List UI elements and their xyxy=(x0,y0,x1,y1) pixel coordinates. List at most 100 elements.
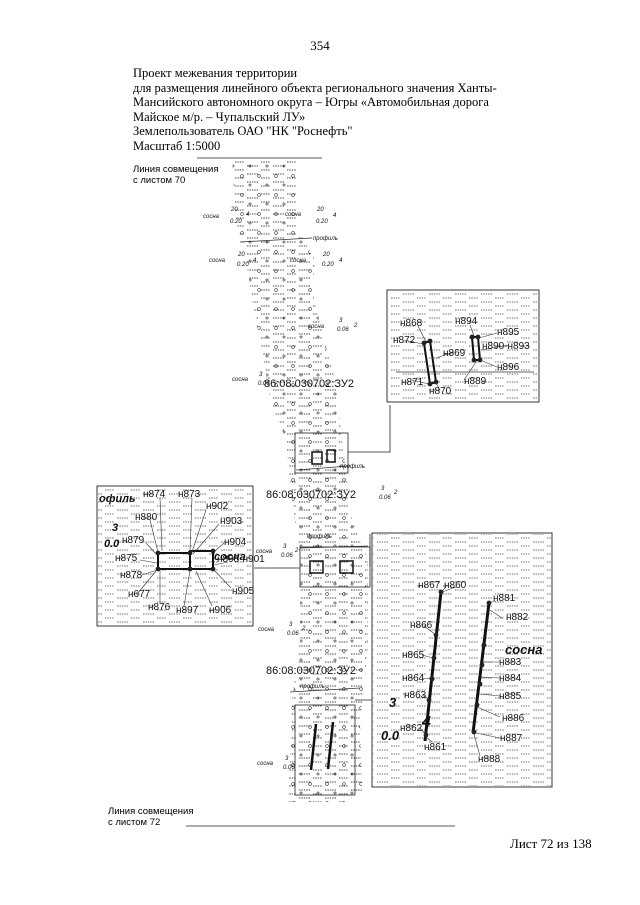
fraction-denominator: 0.06 xyxy=(337,327,349,333)
fraction-denominator: 0.20 xyxy=(322,262,334,268)
point-label: н895 xyxy=(497,327,520,338)
fraction-denominator: 0.06 xyxy=(258,381,270,387)
sheet-join-bottom-text: Линия совмещения с листом 72 xyxy=(108,806,194,828)
point-label: н894 xyxy=(455,316,478,327)
profile-label: профиль xyxy=(340,464,365,470)
tree-label: сосна xyxy=(257,761,274,767)
fraction-denominator: 0.06 xyxy=(283,765,295,771)
cadastral-number: 86:08:030702:ЗУ2 xyxy=(266,489,356,501)
fraction-exponent: 2 xyxy=(301,626,306,632)
fraction-denominator: 0.20 xyxy=(230,219,242,225)
tree-label: сосна xyxy=(256,549,273,555)
fraction-exponent: 4 xyxy=(253,258,257,264)
sheet-join-bottom: Линия совмещения с листом 72 xyxy=(108,806,193,828)
point-label: н868 xyxy=(400,318,423,329)
point-label: н887 xyxy=(500,733,523,744)
point-label: н677 xyxy=(128,589,151,600)
point-label: н872 xyxy=(393,335,416,346)
detail-boxes xyxy=(294,432,371,796)
document-header: Проект межевания территории для размещен… xyxy=(133,66,553,154)
point-label: н879 xyxy=(122,535,145,546)
point-label: н882 xyxy=(506,612,529,623)
inset-right: сосна 3 0.0 4 xyxy=(371,532,553,788)
stand-annotations: сосна 20 0.20 4 сосна 20 0.20 4 профиль … xyxy=(203,207,398,771)
tree-label: сосна xyxy=(308,324,325,330)
tree-label: сосна xyxy=(290,258,307,264)
cadastral-labels: 86:08:030702:ЗУ2 86:08:030702:ЗУ2 86:08:… xyxy=(264,378,356,677)
point-label: н875 xyxy=(115,553,138,564)
point-label: н890-н893 xyxy=(482,341,530,352)
point-label: н867 xyxy=(418,580,441,591)
small-parcels xyxy=(309,449,354,771)
overlay-text: 0.0 xyxy=(381,728,400,743)
fraction-denominator: 0.06 xyxy=(287,631,299,637)
point-label: н884 xyxy=(499,673,522,684)
profile-label: профиль xyxy=(313,236,338,242)
fraction-numerator: 3 xyxy=(285,756,289,762)
point-label: н869 xyxy=(443,348,466,359)
overlay-text: 0.0 xyxy=(104,538,120,550)
overlay-text: сосна xyxy=(214,551,246,563)
point-label: н871 xyxy=(401,377,424,388)
fraction-denominator: 0.06 xyxy=(379,495,391,501)
overlay-text: 3 xyxy=(112,522,118,534)
fraction-numerator: 3 xyxy=(283,544,287,550)
point-label: н861 xyxy=(424,742,447,753)
sheet-counter: Лист 72 из 138 xyxy=(510,836,592,851)
header-line: Землепользователь ОАО "НК "Роснефть" xyxy=(133,124,353,139)
point-label: н880 xyxy=(135,512,158,523)
fraction-numerator: 20 xyxy=(230,207,238,213)
cadastral-number: 86:08:030702:ЗУ2 xyxy=(266,665,356,677)
tree-label: сосна xyxy=(209,258,226,264)
leader-lines xyxy=(254,405,391,701)
tree-label: сосна xyxy=(285,212,302,218)
fraction-denominator: 0.20 xyxy=(316,219,328,225)
sheet-join-top: Линия совмещения с листом 70 xyxy=(133,164,218,186)
tree-label: сосна xyxy=(232,377,249,383)
header-line: Мансийского автономного округа – Югры «А… xyxy=(133,95,489,110)
point-label: н863 xyxy=(404,690,427,701)
fraction-exponent: 4 xyxy=(246,212,250,218)
point-label: н865 xyxy=(402,650,425,661)
point-label: н864 xyxy=(402,673,425,684)
point-label: н862 xyxy=(400,723,423,734)
fraction-numerator: 20 xyxy=(316,207,324,213)
point-label: н860 xyxy=(444,580,467,591)
fraction-numerator: 20 xyxy=(237,252,245,258)
overlay-text: офиль xyxy=(99,493,136,505)
header-line: Масштаб 1:5000 xyxy=(133,138,221,153)
fraction-numerator: 3 xyxy=(289,622,293,628)
fraction-numerator: 3 xyxy=(339,318,343,324)
fraction-exponent: 2 xyxy=(294,548,299,554)
point-label: н874 xyxy=(143,489,166,500)
fraction-numerator: 3 xyxy=(381,486,385,492)
fraction-exponent: 4 xyxy=(339,258,343,264)
point-label: н876 xyxy=(148,602,171,613)
tree-label: сосна xyxy=(258,627,275,633)
profile-label: профиль xyxy=(307,534,332,540)
fraction-exponent: 2 xyxy=(393,490,398,496)
profile-label: профиль xyxy=(300,684,325,690)
fraction-denominator: 0.06 xyxy=(281,553,293,559)
point-label: н886 xyxy=(502,713,525,724)
header-line: Проект межевания территории xyxy=(133,66,298,80)
fraction-denominator: 0.20 xyxy=(237,262,249,268)
point-label: н906 xyxy=(209,605,232,616)
point-label: н902 xyxy=(206,501,229,512)
point-label: н889 xyxy=(464,376,487,387)
point-label: н897 xyxy=(176,605,199,616)
point-label: н905 xyxy=(232,586,255,597)
point-label: н866 xyxy=(410,620,433,631)
fraction-exponent: 2 xyxy=(353,323,358,329)
fraction-exponent: 4 xyxy=(333,213,337,219)
page-number: 354 xyxy=(310,38,330,53)
point-label: н878 xyxy=(120,570,143,581)
point-label: н870 xyxy=(429,386,452,397)
point-label: н885 xyxy=(499,691,522,702)
inset-top-right: н868 н894 н895 н872 н869 н890-н893 н896 … xyxy=(386,289,540,403)
point-label: н898-н901 xyxy=(217,554,265,565)
point-label: н888 xyxy=(478,754,501,765)
corridor-strip xyxy=(232,160,368,802)
header-line: Майское м/р. – Чупальский ЛУ» xyxy=(133,109,306,124)
